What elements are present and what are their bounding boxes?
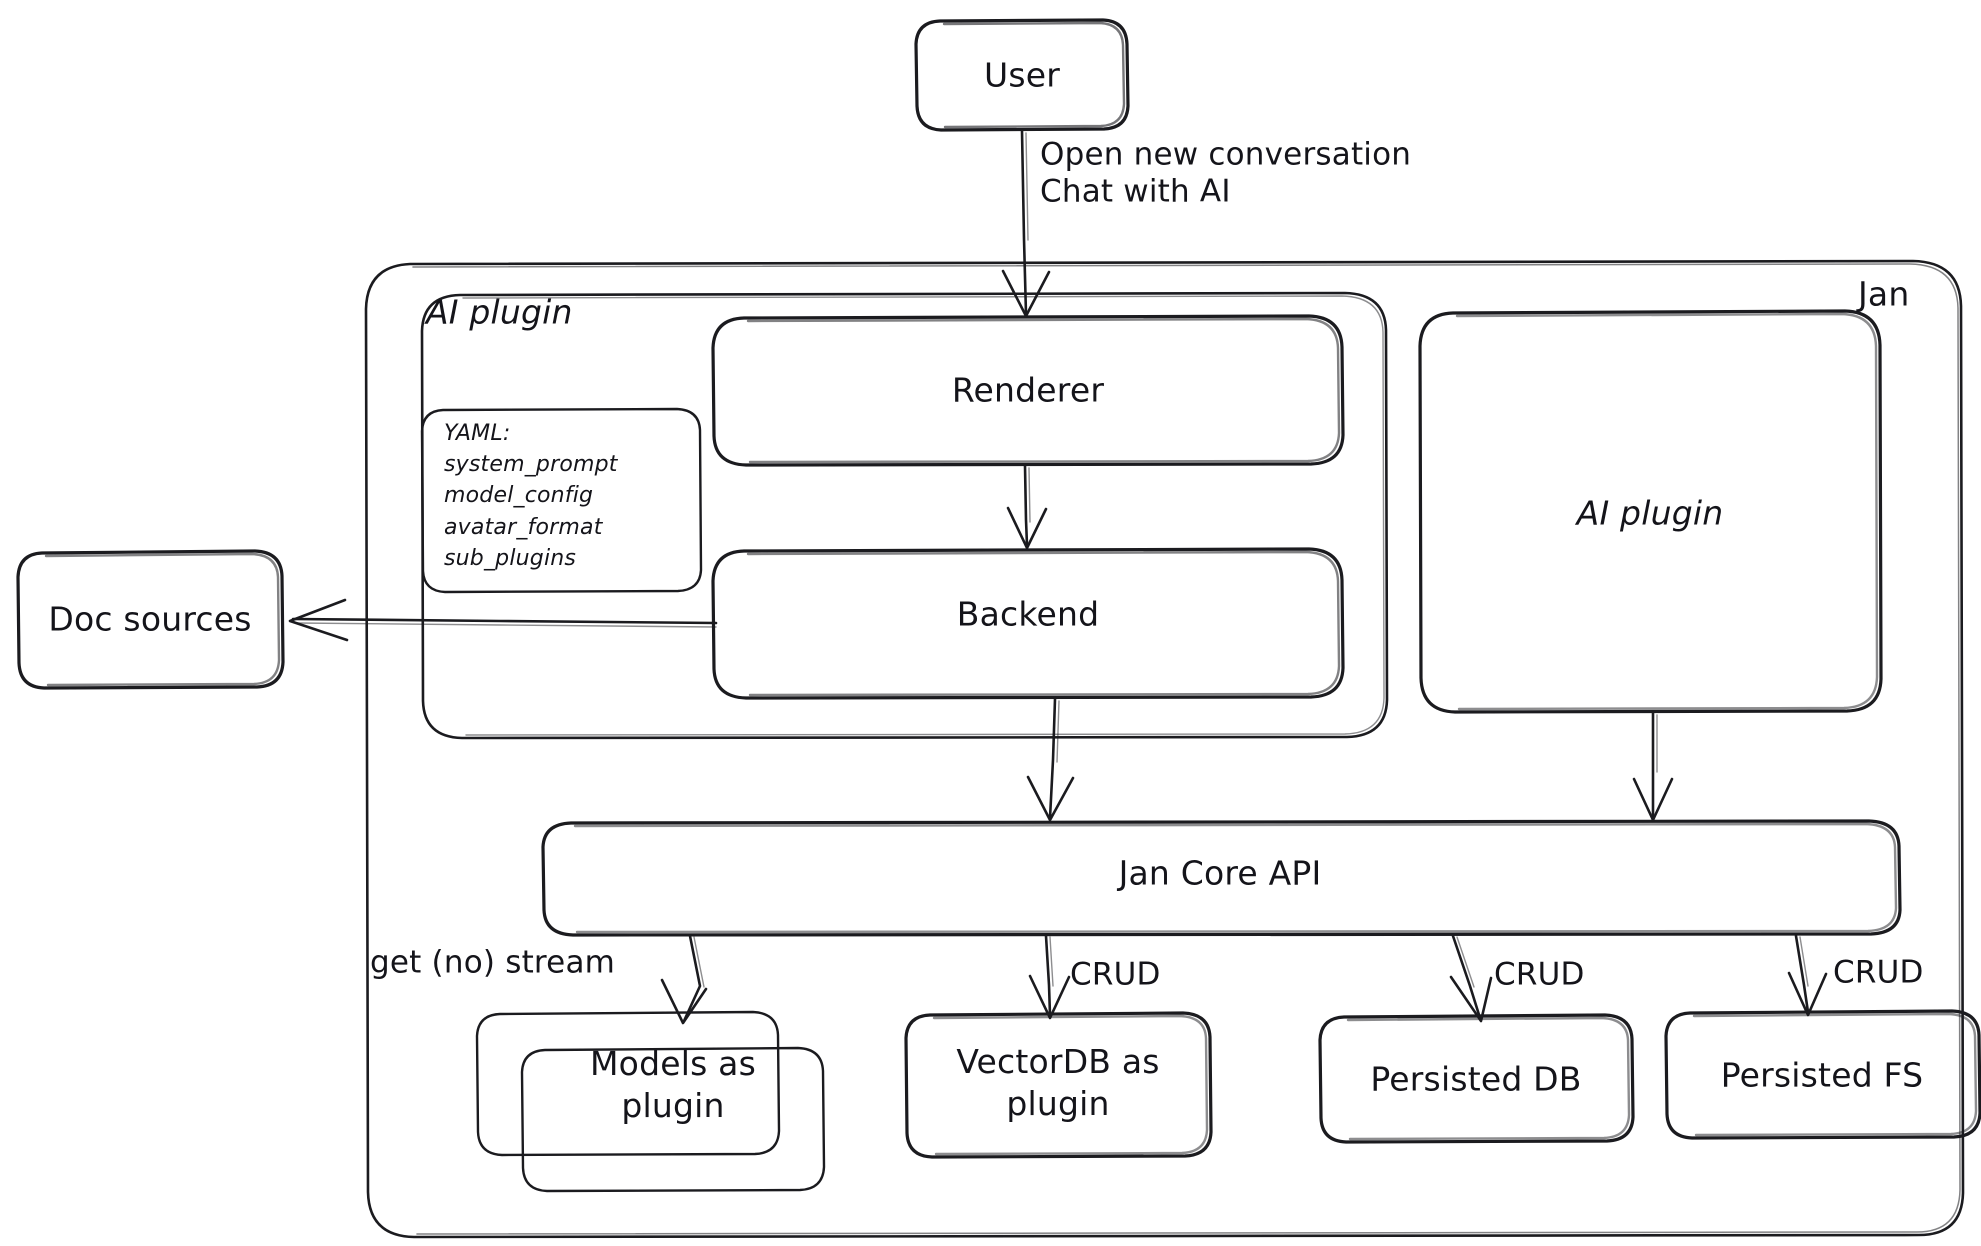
node-label-user: User — [983, 55, 1061, 95]
node-label-models-as-plugin: Models as plugin — [590, 1043, 756, 1125]
node-yaml[interactable] — [420, 407, 703, 594]
container-label-jan: Jan — [1858, 274, 1910, 314]
container-jan[interactable] — [364, 259, 1965, 1239]
edge-label-user-to-renderer: Open new conversation Chat with AI — [1040, 136, 1412, 209]
edge-label-crud-vectordb: CRUD — [1070, 956, 1161, 993]
node-label-backend: Backend — [956, 594, 1100, 634]
node-jan-core-api[interactable] — [541, 819, 1902, 937]
node-doc-sources[interactable] — [16, 549, 285, 690]
node-ai-plugin-right[interactable] — [1418, 309, 1883, 714]
node-persisted-db[interactable] — [1318, 1013, 1635, 1144]
edge-label-crud-persisted-db: CRUD — [1494, 956, 1585, 993]
node-label-persisted-db: Persisted DB — [1370, 1059, 1582, 1099]
node-label-ai-plugin-right: AI plugin — [1576, 493, 1724, 533]
node-label-renderer: Renderer — [951, 370, 1105, 410]
node-label-vectordb-as-plugin: VectorDB as plugin — [956, 1041, 1160, 1123]
container-ai-plugin-group[interactable] — [420, 291, 1389, 740]
node-label-yaml: YAML: system_prompt model_config avatar_… — [444, 421, 618, 571]
node-label-doc-sources: Doc sources — [48, 599, 252, 639]
edge-label-crud-persisted-fs: CRUD — [1833, 954, 1924, 991]
node-label-jan-core-api: Jan Core API — [1118, 853, 1322, 893]
node-vectordb-as-plugin[interactable] — [904, 1011, 1213, 1159]
container-label-ai-plugin-group: AI plugin — [426, 292, 573, 332]
edge-backend-to-core-api — [1026, 697, 1075, 822]
edge-renderer-to-backend — [1006, 464, 1048, 550]
edge-core-api-to-persisted-fs — [1787, 934, 1828, 1017]
node-persisted-fs[interactable] — [1664, 1009, 1981, 1140]
edge-label-get-no-stream: get (no) stream — [370, 944, 616, 981]
node-models-as-plugin[interactable] — [475, 1010, 826, 1193]
edge-core-api-to-persisted-db — [1449, 934, 1493, 1023]
edge-core-api-to-models — [660, 934, 708, 1025]
edge-backend-to-doc-sources — [288, 598, 718, 642]
edge-core-api-to-vectordb — [1028, 934, 1071, 1020]
edge-ai-plugin-to-core-api — [1632, 711, 1674, 822]
node-label-persisted-fs: Persisted FS — [1720, 1055, 1924, 1095]
node-backend[interactable] — [711, 547, 1345, 700]
node-renderer[interactable] — [711, 314, 1345, 467]
node-user[interactable] — [914, 18, 1130, 132]
